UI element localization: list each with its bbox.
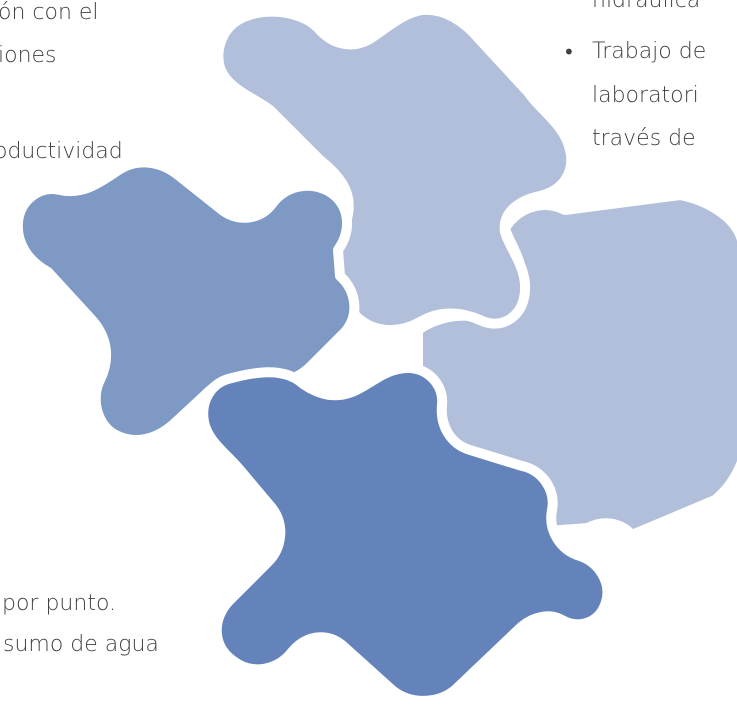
left-text-line-5: sumo de agua xyxy=(3,632,159,657)
left-text-line-3: oductividad xyxy=(0,139,123,164)
right-text-line-3: laboratori xyxy=(592,83,699,108)
left-text-line-1: ón con el xyxy=(0,0,99,25)
right-text-line-2: Trabajo de xyxy=(592,39,707,64)
puzzle-piece-bottom xyxy=(198,363,613,706)
right-text-line-1: hidráulica xyxy=(592,0,701,13)
right-text-line-4: través de xyxy=(592,126,696,151)
puzzle-piece-top xyxy=(213,4,577,336)
left-text-line-2: iones xyxy=(0,43,57,68)
left-text-line-4: por punto. xyxy=(2,591,117,616)
bullet-icon: • xyxy=(563,40,575,64)
